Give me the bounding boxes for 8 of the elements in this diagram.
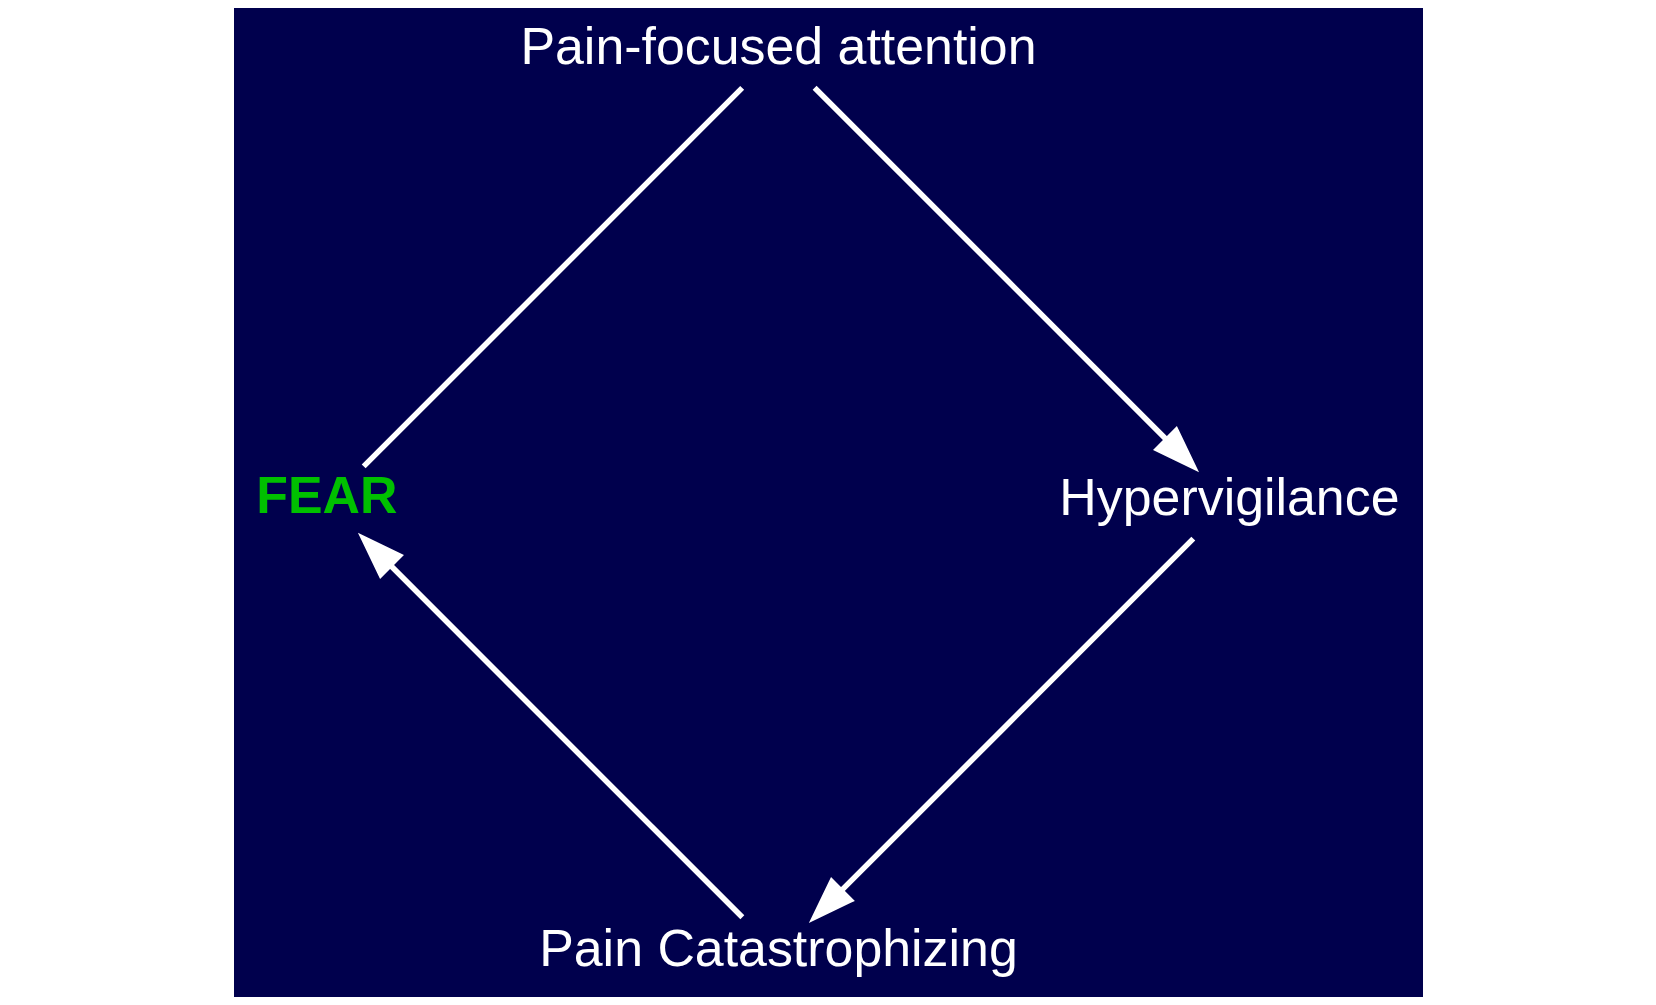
arrow — [812, 85, 1199, 473]
node-text: Hypervigilance — [1058, 468, 1399, 527]
node-text: Pain Catastrophizing — [538, 919, 1018, 978]
node-text: FEAR — [255, 466, 397, 525]
connector — [361, 85, 744, 469]
arrow — [808, 536, 1195, 924]
node-text: Pain-focused attention — [519, 17, 1037, 76]
arrow — [357, 532, 744, 920]
